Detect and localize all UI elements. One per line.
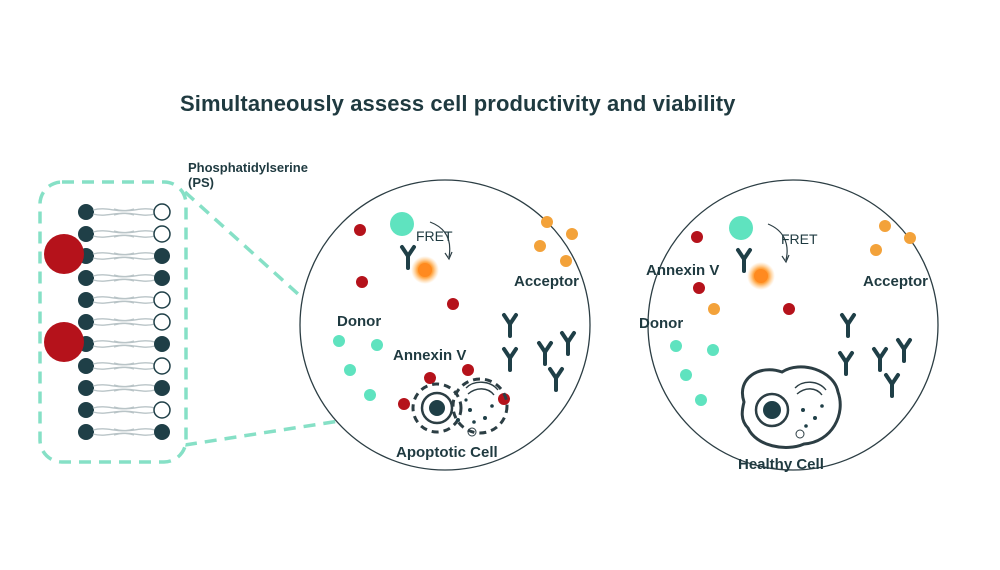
fret-label-healthy: FRET — [781, 231, 818, 247]
apoptotic-cell-label: Apoptotic Cell — [396, 444, 498, 461]
ps-label: Phosphatidylserine (PS) — [188, 160, 308, 190]
annexin-v-bound — [44, 234, 84, 274]
apoptotic-well — [299, 179, 591, 471]
donor-label-healthy: Donor — [639, 315, 684, 332]
healthy-cell-label: Healthy Cell — [738, 456, 824, 473]
membrane-zoom-panel — [38, 180, 188, 464]
acceptor-label-apoptotic: Acceptor — [514, 273, 580, 290]
diagram-title: Simultaneously assess cell productivity … — [180, 91, 736, 116]
cell-nucleus-icon — [411, 377, 509, 437]
ps-label-line1: Phosphatidylserine — [188, 160, 308, 175]
annexin-label-apoptotic: Annexin V — [393, 347, 467, 364]
cell-nucleus-icon — [740, 365, 842, 449]
annexin-label-healthy: Annexin V — [646, 262, 720, 279]
annexin-v-bound — [44, 322, 84, 362]
acceptor-label-healthy: Acceptor — [863, 273, 929, 290]
fret-label-apoptotic: FRET — [416, 228, 453, 244]
healthy-well — [647, 179, 939, 471]
donor-label-apoptotic: Donor — [337, 313, 382, 330]
ps-label-line2: (PS) — [188, 175, 214, 190]
